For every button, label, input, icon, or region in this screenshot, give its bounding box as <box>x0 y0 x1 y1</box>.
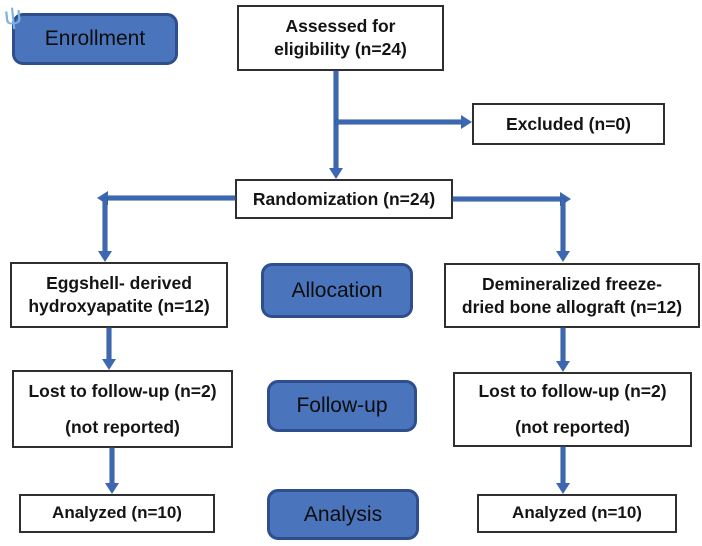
assessed-line-2: eligibility (n=24) <box>274 39 407 59</box>
arrow-down-icon <box>329 168 343 179</box>
connector-right-group-followup <box>561 328 565 362</box>
arrow-down-icon <box>105 483 119 494</box>
connector-randomization-right-vertical <box>561 199 565 252</box>
corner-artifact-icon: ψ <box>2 1 24 31</box>
followup-right-line-2: (not reported) <box>515 417 630 437</box>
excluded-line-1: Excluded (n=0) <box>506 113 631 134</box>
group-right-line-1: Demineralized freeze- <box>482 273 662 294</box>
analyzed-left-line-1: Analyzed (n=10) <box>52 503 182 523</box>
flow-node-assessed: Assessed for eligibility (n=24) <box>237 5 444 71</box>
stage-badge-enrollment: Enrollment <box>12 13 178 65</box>
arrow-down-icon <box>556 361 570 372</box>
connector-randomization-left-horizontal <box>108 196 235 200</box>
arrow-down-icon <box>556 483 570 494</box>
connector-right-followup-analyzed <box>561 447 565 484</box>
flow-node-analyzed-left: Analyzed (n=10) <box>19 494 215 533</box>
stage-label-enrollment: Enrollment <box>44 27 146 50</box>
stage-label-analysis: Analysis <box>303 502 383 526</box>
connector-to-excluded <box>336 120 463 124</box>
assessed-line-1: Assessed for <box>285 16 396 37</box>
flow-node-analyzed-right: Analyzed (n=10) <box>477 494 677 533</box>
followup-left-line-1: Lost to follow-up (n=2) <box>28 380 217 401</box>
flow-node-group-right: Demineralized freeze- dried bone allogra… <box>444 263 700 328</box>
group-right-line-2: dried bone allograft (n=12) <box>461 296 683 317</box>
stage-badge-allocation: Allocation <box>261 263 413 318</box>
group-left-line-1: Eggshell- derived <box>46 273 192 294</box>
stage-badge-follow-up: Follow-up <box>267 380 417 432</box>
analyzed-right-line-1: Analyzed (n=10) <box>512 503 642 523</box>
flow-node-group-left: Eggshell- derived hydroxyapatite (n=12) <box>10 262 228 328</box>
flow-node-randomization: Randomization (n=24) <box>235 179 453 219</box>
arrow-down-icon <box>98 251 112 262</box>
connector-randomization-right-horizontal <box>453 197 561 201</box>
connector-left-followup-analyzed <box>110 448 114 484</box>
stage-badge-analysis: Analysis <box>267 489 419 540</box>
arrow-down-icon <box>556 251 570 262</box>
followup-right-line-1: Lost to follow-up (n=2) <box>478 381 667 402</box>
stage-label-allocation: Allocation <box>291 278 383 302</box>
followup-left-line-2: (not reported) <box>65 416 180 437</box>
connector-left-group-followup <box>107 328 111 361</box>
stage-label-follow-up: Follow-up <box>296 394 388 417</box>
flow-node-followup-left: Lost to follow-up (n=2) (not reported) <box>12 370 233 448</box>
flow-node-excluded: Excluded (n=0) <box>472 103 665 145</box>
arrow-right-icon <box>560 192 571 206</box>
flow-node-followup-right: Lost to follow-up (n=2) (not reported) <box>453 372 692 447</box>
arrow-down-icon <box>102 359 116 370</box>
group-left-line-2: hydroxyapatite (n=12) <box>28 296 210 316</box>
arrow-right-icon <box>461 115 472 129</box>
connector-randomization-left-vertical <box>103 198 107 252</box>
randomization-line-1: Randomization (n=24) <box>252 188 436 209</box>
arrow-left-icon <box>97 191 108 205</box>
